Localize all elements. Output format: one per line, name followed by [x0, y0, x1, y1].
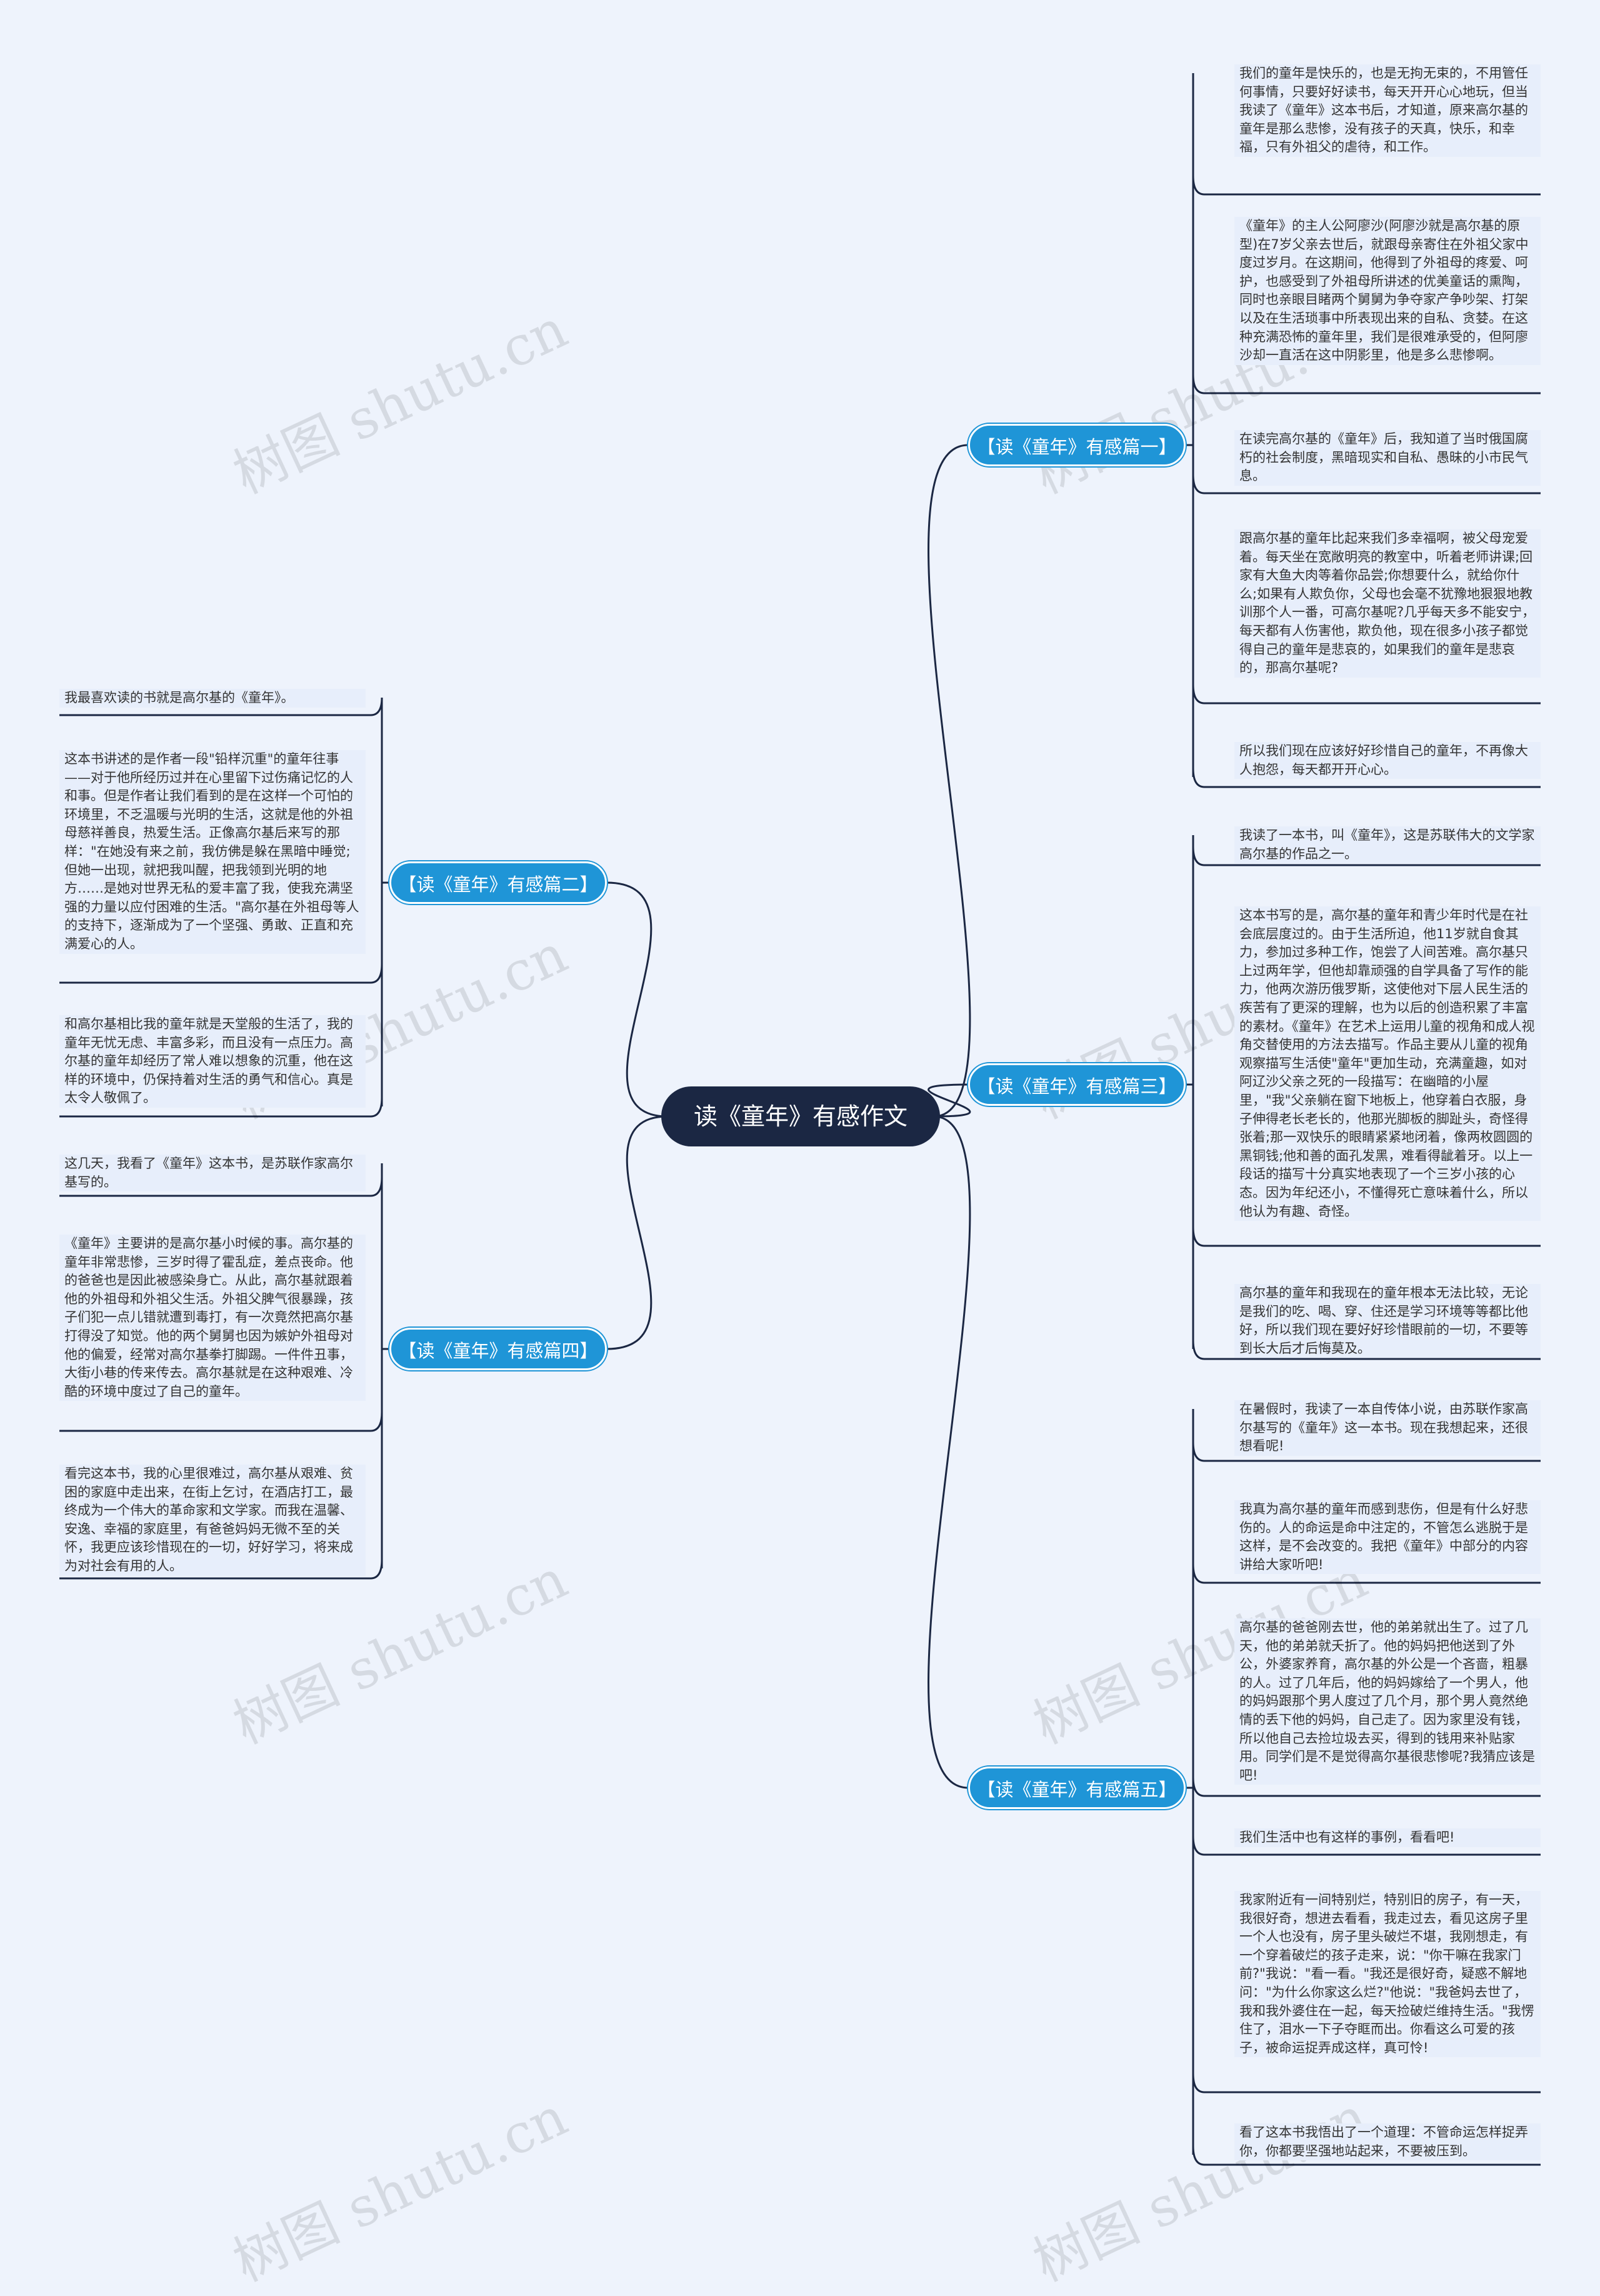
root-topic[interactable]: 读《童年》有感作文 [661, 1086, 940, 1146]
mindmap-connectors [59, 73, 1541, 2166]
leaf-text: 我真为高尔基的童年而感到悲伤，但是有什么好悲伤的。人的命运是命中注定的，不管怎么… [1234, 1500, 1541, 1575]
leaf-underline [59, 1097, 383, 1118]
leaf-text: 这本书写的是，高尔基的童年和青少年时代是在社会底层度过的。由于生活所迫，他11岁… [1234, 906, 1541, 1221]
leaf-text: 我们的童年是快乐的，也是无拘无束的，不用管任何事情，只要好好读书，每天开开心心地… [1234, 64, 1541, 157]
leaf-underline [1192, 1777, 1541, 1797]
leaf-underline [1192, 175, 1541, 196]
leaf-underline [59, 1411, 383, 1432]
leaf-text: 《童年》主要讲的是高尔基小时候的事。高尔基的童年非常悲惨，三岁时得了霍乱症，差点… [59, 1235, 366, 1401]
leaf-text: 这本书讲述的是作者一段"铅样沉重"的童年往事——对于他所经历过并在心里留下过伤痛… [59, 750, 366, 954]
leaf-text: 跟高尔基的童年比起来我们多幸福啊，被父母宠爱着。每天坐在宽敞明亮的教室中，听着老… [1234, 529, 1541, 678]
leaf-underline [1192, 474, 1541, 494]
leaf-text: 所以我们现在应该好好珍惜自己的童年，不再像大人抱怨，每天都开开心心。 [1234, 742, 1541, 780]
leaf-text: 高尔基的童年和我现在的童年根本无法比较，无论是我们的吃、喝、穿、住还是学习环境等… [1234, 1284, 1541, 1358]
leaf-underline [1192, 846, 1541, 866]
leaf-underline [59, 963, 383, 984]
leaf-text: 我们生活中也有这样的事例，看看吧! [1234, 1828, 1541, 1847]
root-connector [928, 444, 971, 1118]
leaf-underline [1192, 1835, 1541, 1856]
leaf-underline [1192, 1340, 1541, 1360]
root-connector [606, 881, 668, 1118]
branch-topic[interactable]: 【读《童年》有感篇五】 [968, 1767, 1186, 1809]
leaf-text: 我读了一本书，叫《童年》，这是苏联伟大的文学家高尔基的作品之一。 [1234, 826, 1541, 864]
branch-topic[interactable]: 【读《童年》有感篇二】 [389, 861, 607, 904]
leaf-text: 这几天，我看了《童年》这本书，是苏联作家高尔基写的。 [59, 1155, 366, 1192]
root-connector [928, 1115, 971, 1789]
leaf-text: 在暑假时，我读了一本自传体小说，由苏联作家高尔基写的《童年》这一本书。现在我想起… [1234, 1400, 1541, 1456]
branch-topic[interactable]: 【读《童年》有感篇四】 [389, 1328, 607, 1370]
leaf-underline [1192, 1226, 1541, 1247]
leaf-underline [59, 1559, 383, 1580]
leaf-text: 高尔基的爸爸刚去世，他的弟弟就出生了。过了几天，他的弟弟就夭折了。他的妈妈把他送… [1234, 1618, 1541, 1785]
leaf-underline [1192, 1441, 1541, 1462]
leaf-underline [1192, 684, 1541, 704]
leaf-text: 《童年》的主人公阿廖沙(阿廖沙就是高尔基的原型)在7岁父亲去世后，就跟母亲寄住在… [1234, 217, 1541, 365]
root-connector [606, 1115, 668, 1350]
root-connector [928, 1083, 971, 1118]
leaf-underline [1192, 1563, 1541, 1584]
leaf-underline [59, 697, 383, 716]
leaf-text: 看了这本书我悟出了一个道理：不管命运怎样捉弄你，你都要坚强地站起来，不要被压到。 [1234, 2123, 1541, 2161]
branch-topic[interactable]: 【读《童年》有感篇一】 [968, 424, 1186, 466]
leaf-text: 我家附近有一间特别烂，特别旧的房子，有一天，我很好奇，想进去看看，我走过去，看见… [1234, 1891, 1541, 2058]
leaf-underline [59, 1176, 383, 1197]
branch-topic[interactable]: 【读《童年》有感篇三】 [968, 1063, 1186, 1106]
leaf-text: 在读完高尔基的《童年》后，我知道了当时俄国腐朽的社会制度，黑暗现实和自私、愚昧的… [1234, 430, 1541, 486]
leaf-text: 我最喜欢读的书就是高尔基的《童年》。 [59, 689, 366, 708]
leaf-underline [1192, 768, 1541, 788]
leaf-underline [1192, 2073, 1541, 2093]
leaf-text: 看完这本书，我的心里很难过，高尔基从艰难、贫困的家庭中走出来，在街上乞讨，在酒店… [59, 1465, 366, 1576]
leaf-text: 和高尔基相比我的童年就是天堂般的生活了，我的童年无忧无虑、丰富多彩，而且没有一点… [59, 1015, 366, 1108]
leaf-underline [1192, 374, 1541, 394]
leaf-underline [1192, 2145, 1541, 2166]
